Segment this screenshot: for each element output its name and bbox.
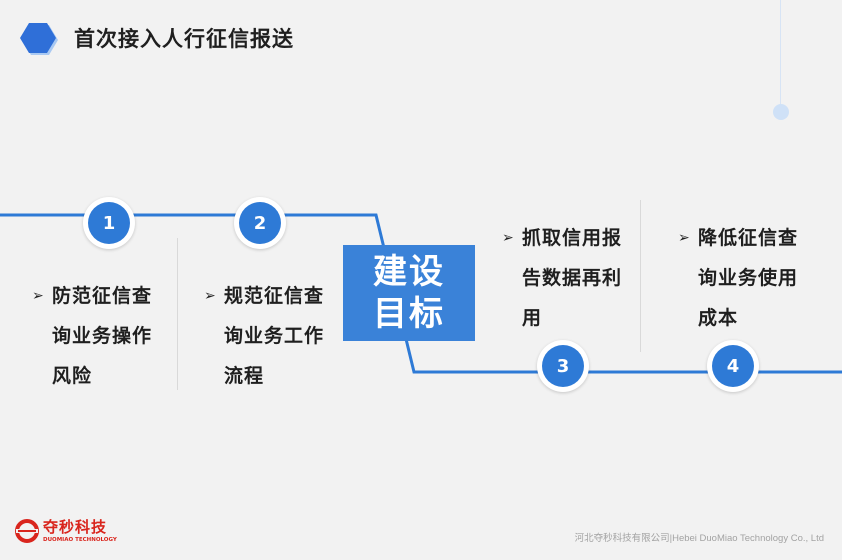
- arrow-bullet-icon: ➢: [32, 288, 44, 304]
- step-node-4: 4: [707, 340, 759, 392]
- logo-name-en: DUOMIAO TECHNOLOGY: [43, 536, 117, 543]
- step-node-3: 3: [537, 340, 589, 392]
- center-goal-box: 建设 目标: [343, 245, 475, 341]
- divider-1: [177, 238, 178, 390]
- goal-text-3: 抓取信用报 告数据再利 用: [522, 227, 623, 329]
- company-logo: 夺秒科技 DUOMIAO TECHNOLOGY: [14, 518, 117, 544]
- step-number-2: 2: [239, 202, 281, 244]
- goal-item-4: ➢ 降低征信查 询业务使用 成本: [678, 218, 798, 338]
- step-node-2: 2: [234, 197, 286, 249]
- goal-item-3: ➢ 抓取信用报 告数据再利 用: [502, 218, 622, 338]
- goal-item-2: ➢ 规范征信查 询业务工作 流程: [204, 276, 324, 396]
- goal-item-1: ➢ 防范征信查 询业务操作 风险: [32, 276, 152, 396]
- arrow-bullet-icon: ➢: [678, 230, 690, 246]
- arrow-bullet-icon: ➢: [204, 288, 216, 304]
- logo-name-cn: 夺秒科技: [43, 517, 108, 536]
- page-title: 首次接入人行征信报送: [74, 27, 294, 51]
- logo-mark-icon: [15, 519, 39, 543]
- arrow-bullet-icon: ➢: [502, 230, 514, 246]
- goal-text-2: 规范征信查 询业务工作 流程: [224, 285, 325, 387]
- decorative-line: [780, 0, 781, 105]
- divider-2: [640, 200, 641, 352]
- goal-text-1: 防范征信查 询业务操作 风险: [52, 285, 153, 387]
- hexagon-icon: [20, 23, 58, 55]
- footer-company: 河北夺秒科技有限公司|Hebei DuoMiao Technology Co.,…: [574, 533, 824, 544]
- goal-text-4: 降低征信查 询业务使用 成本: [698, 227, 799, 329]
- step-number-3: 3: [542, 345, 584, 387]
- step-number-4: 4: [712, 345, 754, 387]
- center-label-line1: 建设: [373, 252, 445, 292]
- step-node-1: 1: [83, 197, 135, 249]
- decorative-dot: [773, 104, 789, 120]
- center-label-line2: 目标: [373, 294, 445, 334]
- step-number-1: 1: [88, 202, 130, 244]
